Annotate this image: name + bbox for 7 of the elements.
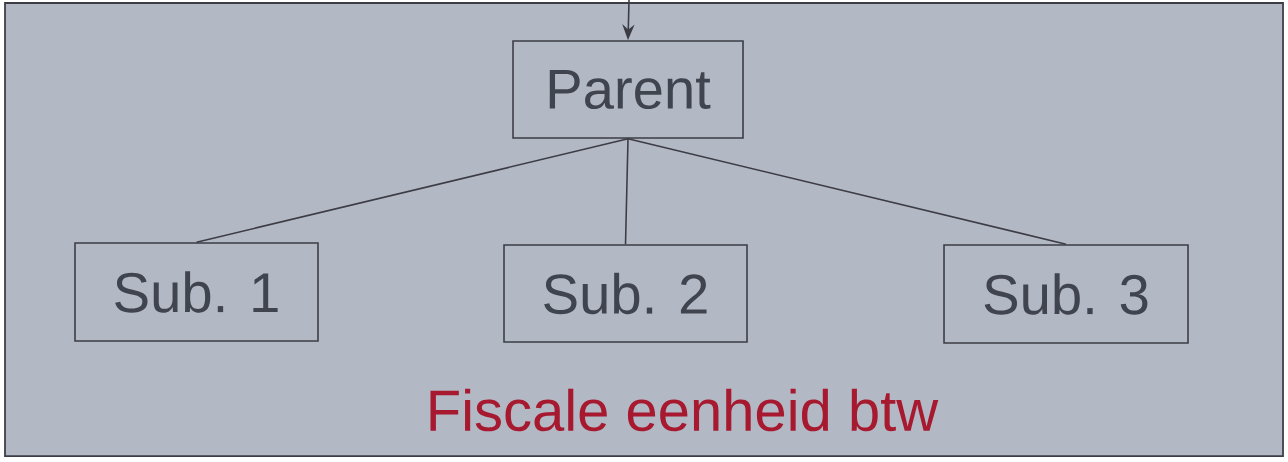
entity-box: Parent — [512, 40, 744, 139]
connector-line — [627, 138, 1067, 245]
entity-box: Sub. 2 — [503, 244, 748, 343]
connector-line — [195, 138, 629, 243]
entity-box: Sub. 3 — [943, 244, 1189, 344]
entity-box: Sub. 1 — [74, 242, 319, 342]
connector-line — [624, 138, 629, 245]
